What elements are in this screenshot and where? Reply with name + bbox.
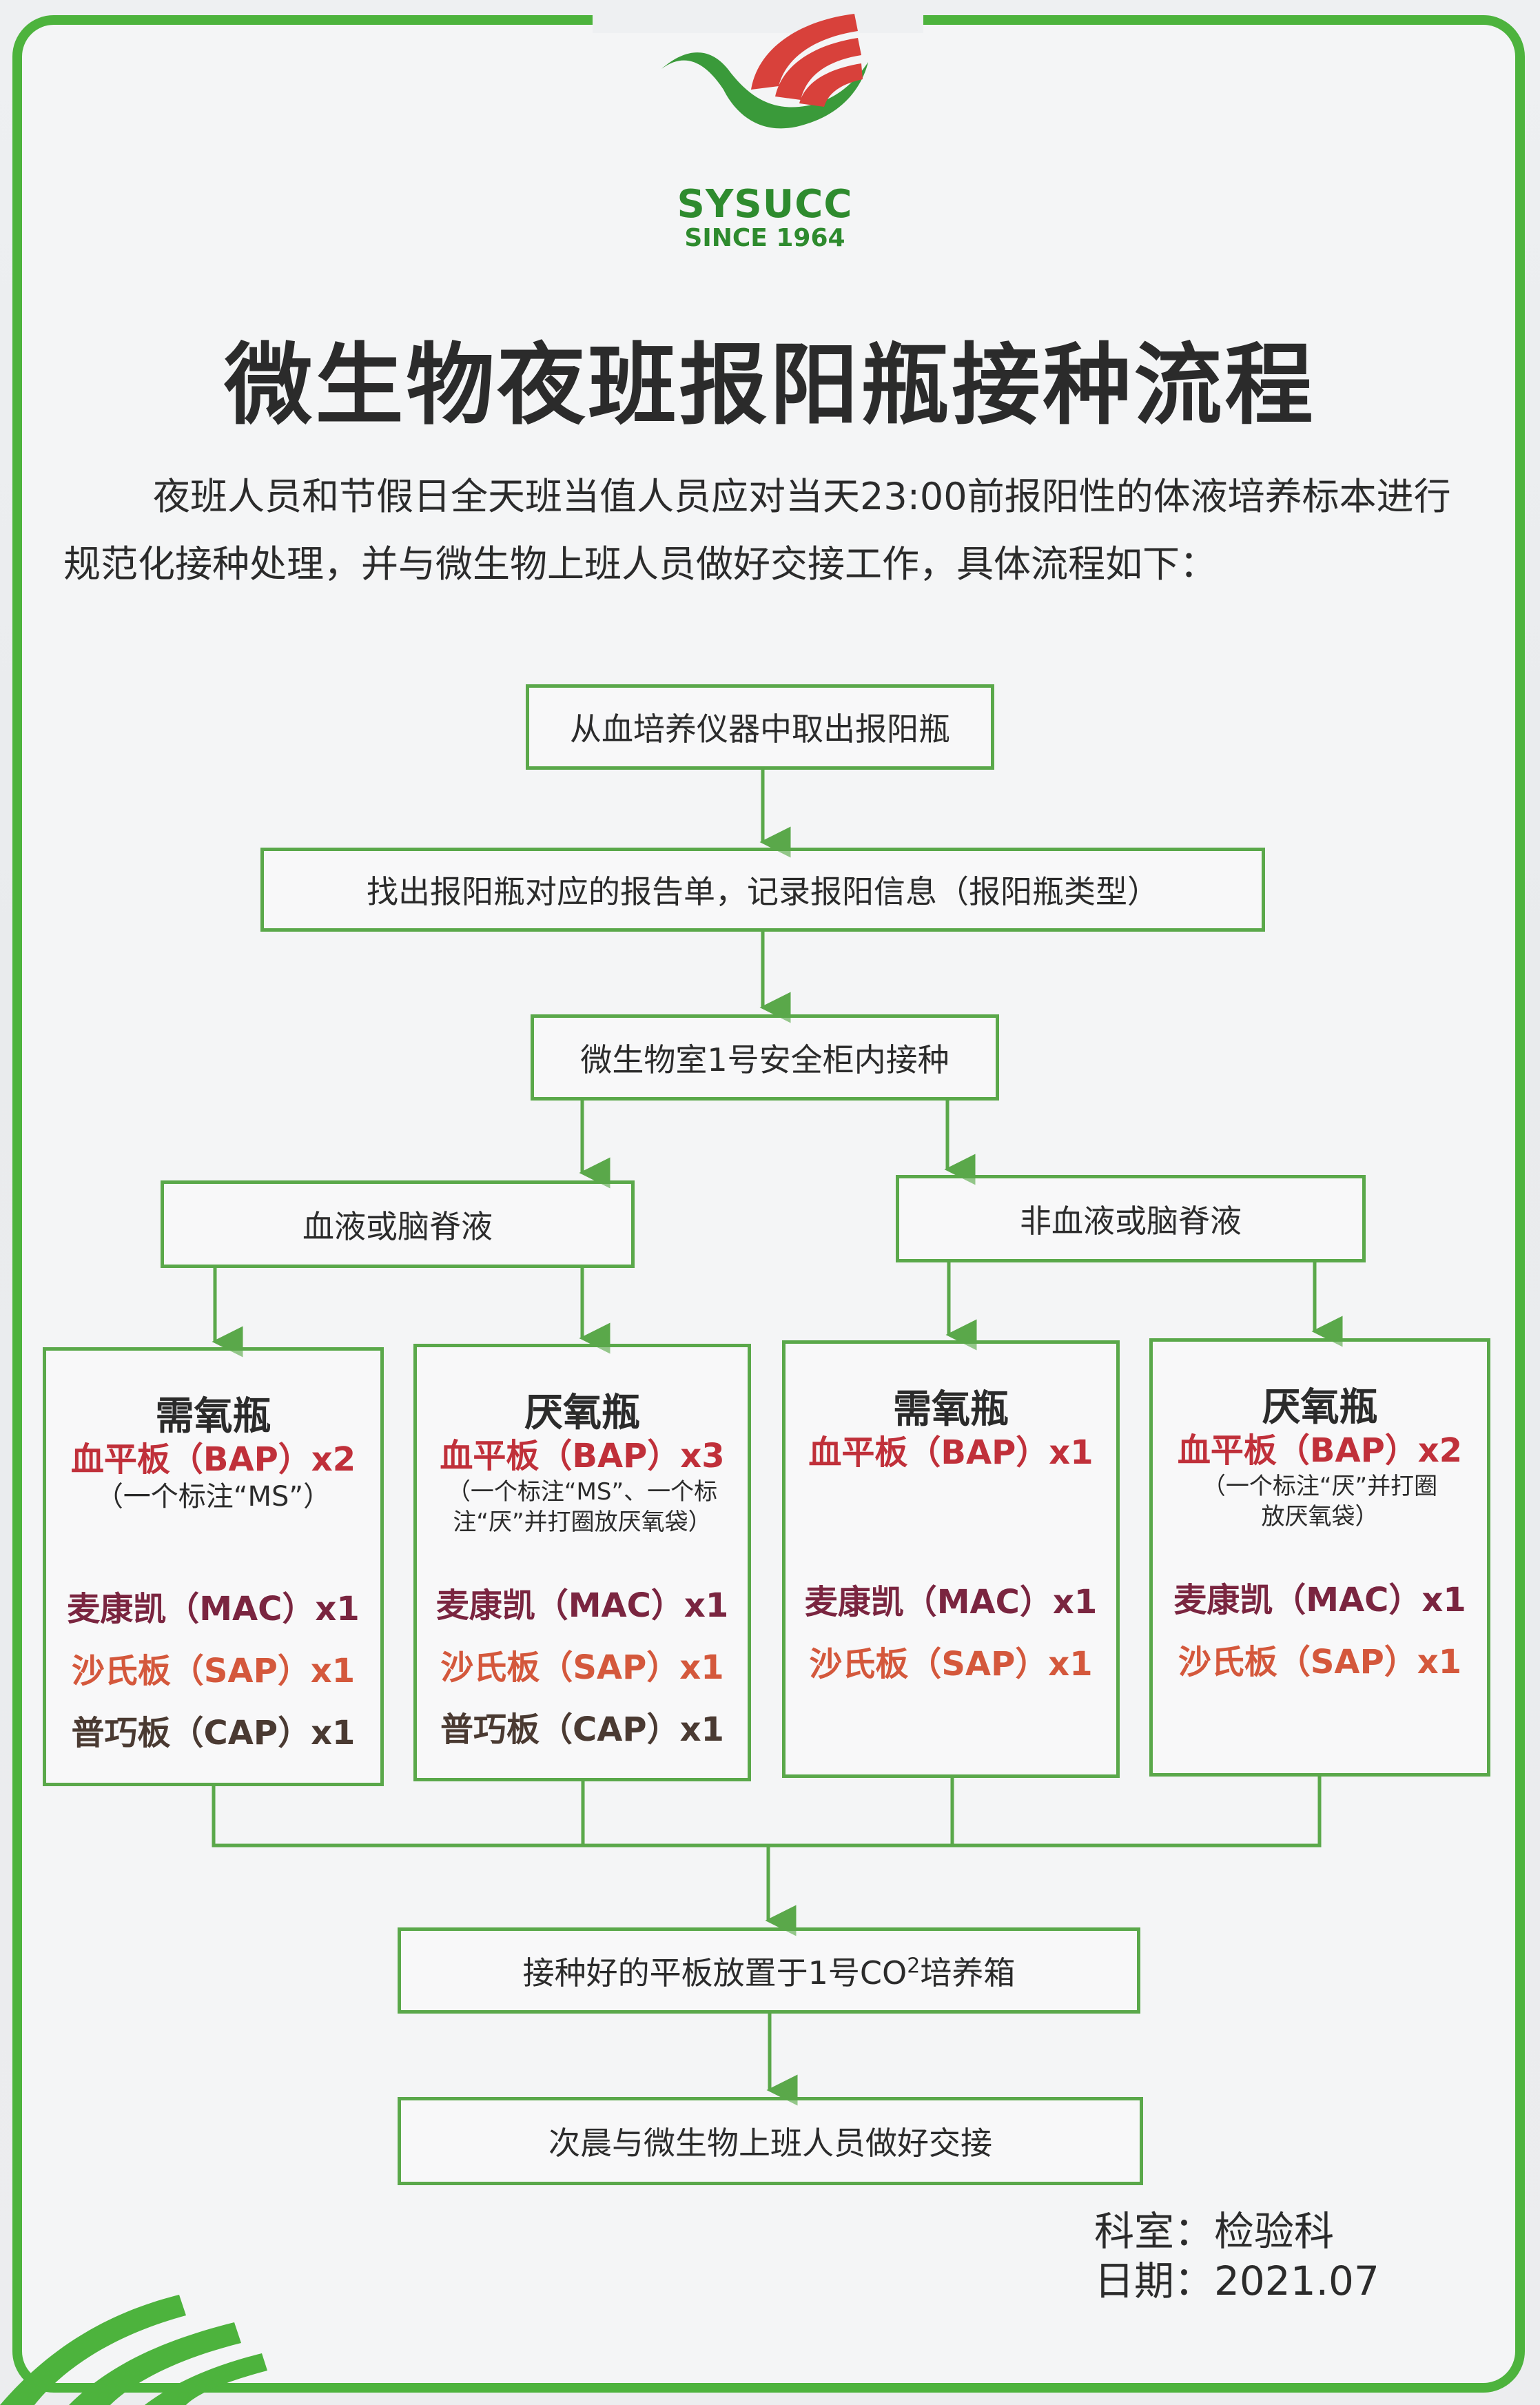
logo-text: SYSUCC SINCE 1964 [661, 182, 868, 252]
sap-item: 沙氏板（SAP）x1 [71, 1652, 356, 1690]
step-handover-label: 次晨与微生物上班人员做好交接 [548, 2125, 992, 2162]
step-find-report: 找出报阳瓶对应的报告单，记录报阳信息（报阳瓶类型） [260, 848, 1265, 932]
branch-non-blood-csf: 非血液或脑脊液 [896, 1175, 1366, 1262]
card-aerobic-nonblood: 需氧瓶 血平板（BAP）x1 麦康凯（MAC）x1 沙氏板（SAP）x1 [782, 1340, 1120, 1778]
card-title: 厌氧瓶 [524, 1391, 640, 1435]
mac-item: 麦康凯（MAC）x1 [435, 1586, 729, 1625]
poster-frame [12, 15, 1525, 2393]
bap-item: 血平板（BAP）x2 [1177, 1431, 1463, 1470]
bap-item: 血平板（BAP）x3 [440, 1437, 725, 1475]
card-anaerobic-blood: 厌氧瓶 血平板（BAP）x3 （一个标注“MS”、一个标 注“厌”并打圈放厌氧袋… [413, 1344, 751, 1781]
step-incubator-label: 接种好的平板放置于1号CO2培养箱 [523, 1948, 1016, 1994]
incubator-suffix: 培养箱 [920, 1954, 1016, 1992]
logo-name: SYSUCC [677, 182, 853, 227]
frame-gap [593, 6, 923, 33]
mac-item: 麦康凯（MAC）x1 [804, 1583, 1098, 1621]
incubator-sup: 2 [907, 1954, 921, 1978]
step-take-out-bottle: 从血培养仪器中取出报阳瓶 [526, 684, 994, 770]
step-safety-cabinet: 微生物室1号安全柜内接种 [531, 1014, 999, 1101]
sysucc-logo-icon [661, 14, 868, 129]
sap-item: 沙氏板（SAP）x1 [1178, 1643, 1462, 1681]
bap-note-line2: 注“厌”并打圈放厌氧袋） [453, 1508, 712, 1536]
mac-item: 麦康凯（MAC）x1 [67, 1590, 360, 1628]
footer-date: 日期：2021.07 [1094, 2258, 1379, 2304]
mac-item: 麦康凯（MAC）x1 [1173, 1581, 1466, 1619]
card-title: 需氧瓶 [893, 1387, 1009, 1432]
card-title: 需氧瓶 [155, 1394, 271, 1439]
bap-item: 血平板（BAP）x2 [70, 1440, 356, 1479]
incubator-prefix: 接种好的平板放置于1号CO [522, 1954, 907, 1992]
sap-item: 沙氏板（SAP）x1 [809, 1645, 1093, 1684]
card-title: 厌氧瓶 [1262, 1385, 1378, 1430]
bap-note-line1: （一个标注“MS”、一个标 [446, 1478, 718, 1506]
card-anaerobic-nonblood: 厌氧瓶 血平板（BAP）x2 （一个标注“厌”并打圈 放厌氧袋） 麦康凯（MAC… [1149, 1338, 1490, 1777]
decorative-stripes-icon [0, 2295, 267, 2405]
sap-item: 沙氏板（SAP）x1 [440, 1648, 724, 1687]
bap-note-line2: 放厌氧袋） [1261, 1503, 1379, 1531]
logo-since: SINCE 1964 [684, 223, 845, 252]
cap-item: 普巧板（CAP）x1 [440, 1710, 724, 1749]
step-handover: 次晨与微生物上班人员做好交接 [398, 2097, 1143, 2185]
step-take-out-bottle-label: 从血培养仪器中取出报阳瓶 [570, 710, 950, 748]
card-aerobic-blood: 需氧瓶 血平板（BAP）x2 （一个标注“MS”） 麦康凯（MAC）x1 沙氏板… [43, 1347, 384, 1786]
footer-info: 科室：检验科 日期：2021.07 [1094, 2207, 1379, 2306]
step-incubator: 接种好的平板放置于1号CO2培养箱 [398, 1927, 1140, 2014]
branch-blood-csf: 血液或脑脊液 [161, 1180, 635, 1268]
step-find-report-label: 找出报阳瓶对应的报告单，记录报阳信息（报阳瓶类型） [367, 873, 1159, 910]
footer-dept: 科室：检验科 [1094, 2208, 1335, 2255]
bap-note: （一个标注“MS”） [95, 1481, 331, 1513]
merge-line [212, 1777, 1322, 1848]
intro-paragraph: 夜班人员和节假日全天班当值人员应对当天23:00前报阳性的体液培养标本进行规范化… [63, 475, 1451, 586]
cap-item: 普巧板（CAP）x1 [71, 1714, 356, 1752]
bap-item: 血平板（BAP）x1 [808, 1433, 1094, 1472]
page-title: 微生物夜班报阳瓶接种流程 [224, 334, 1316, 437]
branch-non-blood-csf-label: 非血液或脑脊液 [1020, 1202, 1242, 1240]
step-safety-cabinet-label: 微生物室1号安全柜内接种 [580, 1041, 949, 1078]
bap-note-line1: （一个标注“厌”并打圈 [1202, 1473, 1438, 1500]
branch-blood-csf-label: 血液或脑脊液 [302, 1207, 493, 1245]
